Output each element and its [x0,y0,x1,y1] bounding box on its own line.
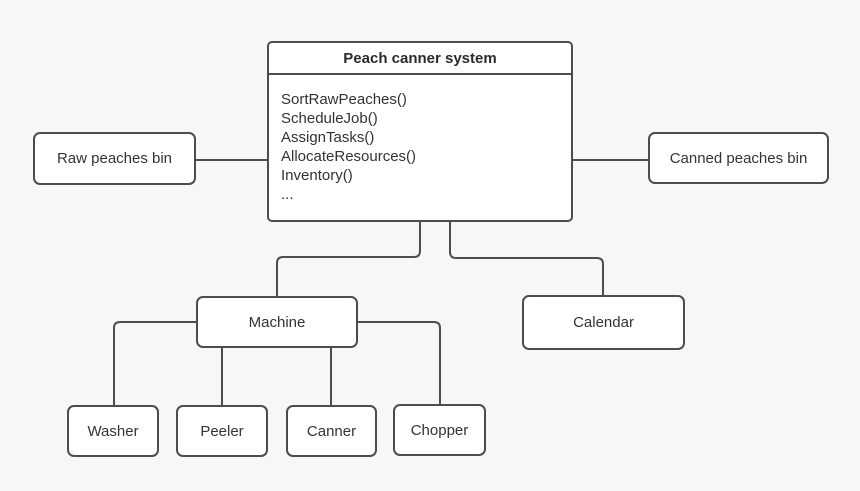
method-schedule-job: ScheduleJob() [281,110,378,127]
node-raw-peaches-bin-label: Raw peaches bin [56,150,173,167]
system-box-method-list: SortRawPeaches() ScheduleJob() AssignTas… [269,75,571,204]
node-chopper-label: Chopper [410,421,469,439]
method-inventory: Inventory() [281,167,353,184]
edge-machine-to-washer [113,321,196,405]
edge-system-to-calendar [449,222,604,295]
system-box-title: Peach canner system [269,43,571,75]
node-machine[interactable]: Machine [196,296,358,348]
method-ellipsis: ... [281,186,294,203]
method-allocate-resources: AllocateResources() [281,148,417,165]
method-sort-raw-peaches: SortRawPeaches() [281,91,407,108]
node-calendar-label: Calendar [573,314,634,331]
node-peach-canner-system[interactable]: Peach canner system SortRawPeaches() Sch… [267,41,573,222]
node-washer-label: Washer [87,422,139,440]
node-peeler-label: Peeler [200,422,244,440]
node-canned-peaches-bin-label: Canned peaches bin [669,149,808,167]
node-peeler[interactable]: Peeler [176,405,268,457]
edge-system-to-machine [276,222,421,296]
node-machine-label: Machine [248,313,306,331]
node-calendar[interactable]: Calendar [522,295,685,350]
node-washer[interactable]: Washer [67,405,159,457]
method-assign-tasks: AssignTasks() [281,129,375,146]
edge-machine-to-chopper [358,321,441,404]
node-canned-peaches-bin[interactable]: Canned peaches bin [648,132,829,184]
node-chopper[interactable]: Chopper [393,404,486,456]
node-canner[interactable]: Canner [286,405,377,457]
node-raw-peaches-bin[interactable]: Raw peaches bin [33,132,196,185]
node-canner-label: Canner [306,422,357,440]
